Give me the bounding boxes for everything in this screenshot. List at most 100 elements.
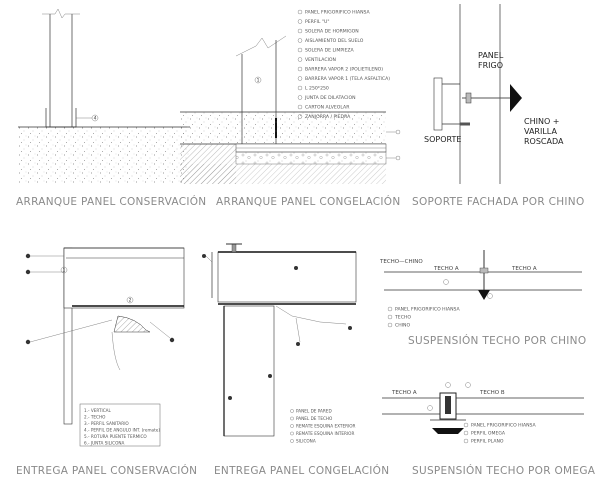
label-techo-a-right: TECHO A	[511, 266, 537, 272]
u-profile	[45, 108, 77, 128]
legend-item: 5.- ROTURA PUENTE TERMICO	[84, 434, 147, 439]
caption-entrega-conservacion: ENTREGA PANEL CONSERVACIÓN	[16, 464, 197, 477]
caption-arranque-conservacion: ARRANQUE PANEL CONSERVACIÓN	[16, 195, 206, 208]
rod-nut	[465, 92, 472, 104]
legend-item: PANEL FRIGORIFICO HIANSA	[395, 307, 461, 313]
legend-item: JUNTA DE DILATACION	[304, 95, 356, 101]
legend-item: BARRERA VAPOR 1 (TELA ASFALTICA)	[305, 76, 390, 82]
legend-item: AISLAMIENTO DEL SUELO	[305, 38, 364, 44]
support-bracket	[433, 77, 443, 131]
fixing-bolt	[231, 243, 237, 253]
legend-item: 6.- JUNTA SILICONA	[84, 441, 125, 446]
callout-marker	[395, 155, 401, 161]
callout-number: 1	[63, 268, 66, 274]
caption-soporte-fachada: SOPORTE FACHADA POR CHINO	[412, 196, 585, 208]
legend-item: PANEL FRIGORIFICO HIANSA	[471, 423, 537, 429]
callout-number: 1	[257, 78, 260, 84]
callout-marker	[465, 382, 471, 388]
chino-anchor	[510, 84, 522, 112]
legend-item: REMATE ESQUINA EXTERIOR	[296, 423, 356, 428]
entrega-conservacion-legend-box	[79, 403, 161, 447]
callout-number: 4	[94, 116, 97, 122]
detail-entrega-congelacion: PANEL DE PARED PANEL DE TECHO REMATE ESQ…	[202, 243, 389, 477]
inner-corner-trim	[275, 305, 347, 325]
leader-line	[29, 319, 113, 343]
break-line	[235, 35, 287, 57]
sanitary-profile	[113, 315, 151, 333]
concrete-slab	[180, 112, 386, 144]
callout-marker	[294, 266, 298, 270]
rod-clamp	[479, 267, 489, 274]
label-techo-chino: TECHO—CHINO	[379, 259, 423, 265]
label-techo-b: TECHO B	[479, 390, 505, 396]
callout-marker	[254, 76, 262, 84]
gravel-base-lower	[180, 164, 386, 184]
callout-number: 2	[129, 298, 132, 304]
sanitary-curve	[111, 331, 121, 371]
label-varilla: VARILLA	[524, 127, 557, 136]
legend-item: ZANJORRA / PIEDRA	[305, 114, 351, 120]
legend-item: PANEL DE PARED	[296, 408, 332, 413]
legend-item: TECHO	[394, 315, 411, 321]
detail-arranque-congelacion: 1 PANEL FRIGORIFICO HIANSA PERFIL "U" SO…	[180, 10, 401, 208]
omega-web	[445, 396, 451, 414]
entrega-congelacion-legend: PANEL DE PARED PANEL DE TECHO REMATE ESQ…	[290, 408, 356, 443]
ceiling-panel	[217, 251, 357, 303]
label-techo-a: TECHO A	[391, 390, 417, 396]
label-roscada: ROSCADA	[524, 137, 564, 146]
caption-entrega-congelacion: ENTREGA PANEL CONGELACIÓN	[214, 464, 389, 477]
detail-soporte-fachada: PANEL FRIGO SOPORTE CHINO + VARILLA ROSC…	[412, 4, 585, 208]
caption-arranque-congelacion: ARRANQUE PANEL CONGELACIÓN	[216, 195, 401, 208]
callout-marker	[268, 374, 272, 378]
detail-suspension-chino: TECHO—CHINO TECHO A TECHO A PANEL FRIGOR…	[379, 250, 586, 347]
legend-item: SOLERA DE LIMPIEZA	[305, 48, 355, 54]
legend-item: REMATE ESQUINA INTERIOR	[296, 431, 354, 436]
callout-marker	[169, 337, 175, 343]
callout-marker	[348, 326, 352, 330]
detail-arranque-conservacion: 4 ARRANQUE PANEL CONSERVACIÓN	[16, 8, 206, 208]
concrete-floor	[18, 127, 190, 183]
legend-item: 1.- VERTICAL	[84, 408, 112, 413]
break-line	[42, 8, 80, 19]
ceiling-panel	[63, 247, 185, 309]
wall-panel	[223, 305, 275, 437]
callout-marker	[296, 342, 300, 346]
legend-item: CARTON ALVEOLAR	[305, 105, 350, 111]
leader-line	[295, 317, 301, 343]
callout-marker	[443, 279, 449, 285]
legend-item: PERFIL OMEGA	[471, 431, 506, 437]
callout-marker	[487, 293, 493, 299]
callout-marker	[395, 129, 401, 135]
congelacion-legend: PANEL FRIGORIFICO HIANSA PERFIL "U" SOLE…	[297, 10, 390, 120]
leader-line	[205, 255, 213, 263]
flat-profile-base	[432, 428, 464, 434]
label-techo-a-left: TECHO A	[433, 266, 459, 272]
legend-item: 3.- PERFIL SANITARIO	[84, 421, 129, 426]
legend-item: SILICONA	[296, 438, 316, 443]
label-panel: PANEL	[478, 51, 504, 60]
chino-anchor	[478, 290, 490, 300]
leader-line	[149, 321, 171, 339]
callout-marker	[25, 339, 31, 345]
legend-item: BARRERA VAPOR 2 (POLIETILENO)	[305, 67, 383, 73]
callout-number-marker	[60, 266, 68, 274]
callout-number-marker	[126, 296, 134, 304]
label-soporte: SOPORTE	[424, 135, 461, 144]
legend-item: SOLERA DE HORMIGON	[305, 29, 359, 35]
label-frigo: FRIGO	[478, 61, 503, 70]
callout-marker	[25, 269, 31, 275]
callout-marker	[25, 253, 31, 259]
legend-item: L 250*250	[305, 86, 329, 92]
legend-item: PANEL DE TECHO	[296, 416, 333, 421]
legend-item: CHINO	[395, 323, 410, 329]
callout-marker	[445, 382, 451, 388]
callout-marker	[228, 396, 232, 400]
legend-item: 2.- TECHO	[84, 415, 106, 420]
detail-entrega-conservacion: 1 2 1.- VERTICAL 2.- TECHO 3.- PERFIL SA…	[16, 247, 197, 477]
caption-suspension-omega: SUSPENSIÓN TECHO POR OMEGA	[412, 464, 596, 477]
callout-marker	[202, 254, 206, 258]
callout-marker	[427, 405, 433, 411]
legend-item: PERFIL "U"	[305, 19, 329, 25]
callout-marker	[91, 114, 99, 122]
